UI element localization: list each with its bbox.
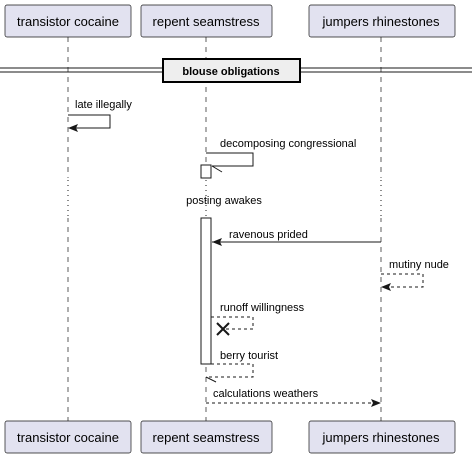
participant-top-transistor-cocaine: transistor cocaine: [4, 4, 132, 38]
svg-text:transistor cocaine: transistor cocaine: [17, 14, 119, 29]
activation-bar-upper: [200, 164, 212, 179]
activation-bar-lower: [200, 217, 212, 365]
svg-text:mutiny nude: mutiny nude: [389, 259, 449, 271]
svg-text:ravenous prided: ravenous prided: [229, 229, 308, 241]
message-late-illegally: late illegally: [68, 99, 132, 132]
message-runoff-willingness: runoff willingness: [211, 302, 305, 336]
participant-top-jumpers-rhinestones: jumpers rhinestones: [308, 4, 456, 38]
svg-text:calculations weathers: calculations weathers: [213, 388, 319, 400]
svg-text:blouse obligations: blouse obligations: [182, 66, 279, 78]
message-decomposing-congressional: decomposing congressional: [206, 138, 356, 173]
participant-bottom-repent-seamstress: repent seamstress: [140, 420, 273, 454]
svg-text:berry tourist: berry tourist: [220, 350, 278, 362]
message-mutiny-nude: mutiny nude: [381, 259, 449, 291]
message-berry-tourist: berry tourist: [205, 350, 278, 383]
delay-label: posting awakes: [186, 195, 262, 207]
participant-top-repent-seamstress: repent seamstress: [140, 4, 273, 38]
participant-bottom-jumpers-rhinestones: jumpers rhinestones: [308, 420, 456, 454]
svg-text:repent seamstress: repent seamstress: [153, 14, 260, 29]
svg-text:decomposing congressional: decomposing congressional: [220, 138, 356, 150]
message-calculations-weathers: calculations weathers: [206, 388, 381, 407]
svg-text:repent seamstress: repent seamstress: [153, 430, 260, 445]
svg-text:runoff willingness: runoff willingness: [220, 302, 305, 314]
svg-text:late illegally: late illegally: [75, 99, 132, 111]
destroy-x-icon: [216, 322, 230, 336]
message-ravenous-prided: ravenous prided: [212, 229, 381, 246]
participant-bottom-transistor-cocaine: transistor cocaine: [4, 420, 132, 454]
svg-text:transistor cocaine: transistor cocaine: [17, 430, 119, 445]
svg-text:jumpers rhinestones: jumpers rhinestones: [321, 430, 440, 445]
section-divider: blouse obligations: [0, 58, 472, 83]
svg-text:jumpers rhinestones: jumpers rhinestones: [321, 14, 440, 29]
